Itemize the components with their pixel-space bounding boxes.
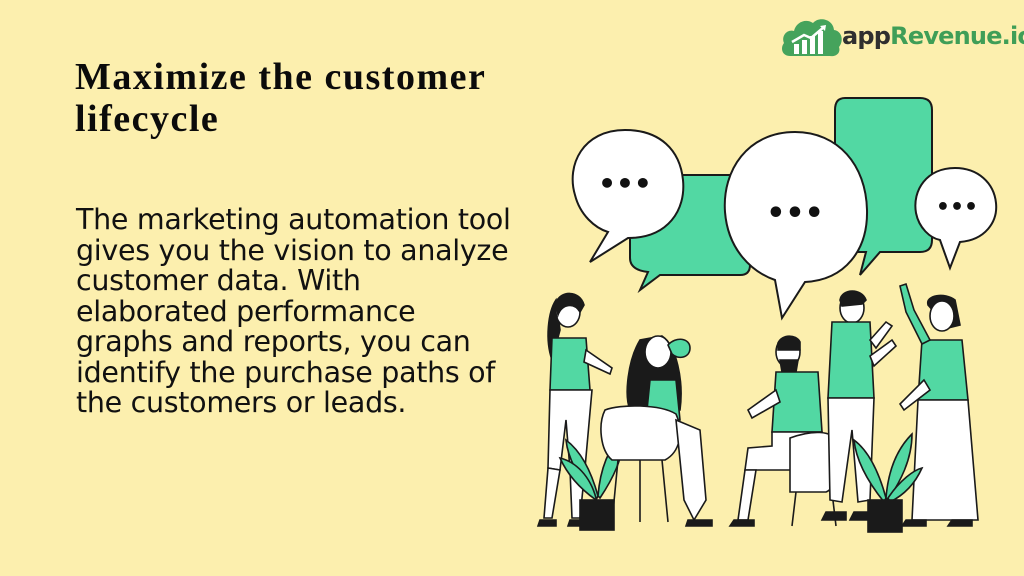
bubble-dots: ••• (936, 195, 978, 220)
speech-bubble-white-right: ••• (914, 166, 998, 271)
bubble-dots: ••• (766, 196, 824, 231)
person-standing-man (820, 290, 898, 521)
slide-title: Maximize the customer lifecycle (75, 56, 486, 140)
potted-plant-right (853, 432, 924, 533)
bubble-dots: ••• (598, 167, 652, 200)
brand-name: appRevenue.io (842, 22, 1024, 50)
slide-body-text: The marketing automation tool gives you … (76, 203, 511, 419)
person-seated-man (728, 335, 841, 527)
person-seated-woman (600, 335, 713, 527)
people-talking-illustration: ••• ••• ••• (530, 92, 1010, 540)
brand-name-part1: app (842, 22, 891, 50)
speech-bubble-white-left: ••• (571, 128, 685, 263)
speech-bubble-white-center: ••• (723, 130, 869, 321)
illustration-svg: ••• ••• ••• (536, 97, 998, 533)
person-standing-woman-right (898, 282, 979, 527)
potted-plant-left (558, 430, 625, 531)
brand-logo[interactable]: appRevenue.io (778, 14, 1024, 64)
brand-name-part2: Revenue.io (890, 22, 1024, 50)
cloud-chart-icon (782, 19, 842, 57)
